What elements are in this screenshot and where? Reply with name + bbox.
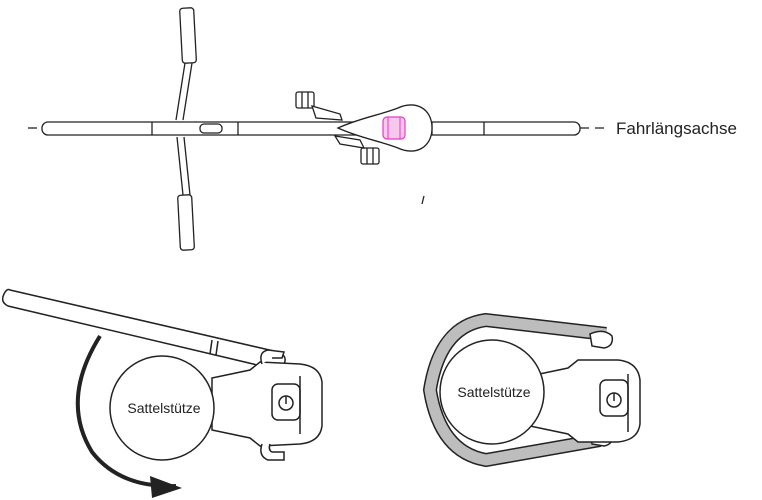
seatpost-circle-left	[109, 355, 215, 461]
seatpost-label-left: Sattelstütze	[127, 400, 200, 416]
mount-step-open	[1, 288, 323, 498]
device-body-right	[529, 359, 641, 443]
lock-arm	[1, 288, 286, 371]
seatpost-label-right: Sattelstütze	[457, 384, 530, 400]
axis-label: Fahrlängsachse	[616, 119, 737, 138]
mount-step-closed	[422, 312, 641, 468]
pedals	[295, 91, 380, 165]
seatpost-circle-right	[439, 339, 545, 445]
frame-tube	[41, 121, 581, 136]
stem	[199, 123, 223, 134]
curved-arrow-icon	[75, 334, 177, 489]
small-tick	[421, 195, 425, 205]
device-marker	[382, 116, 406, 140]
device-body-left	[211, 349, 323, 461]
handlebar	[175, 7, 197, 251]
bike-top-view	[28, 7, 605, 251]
